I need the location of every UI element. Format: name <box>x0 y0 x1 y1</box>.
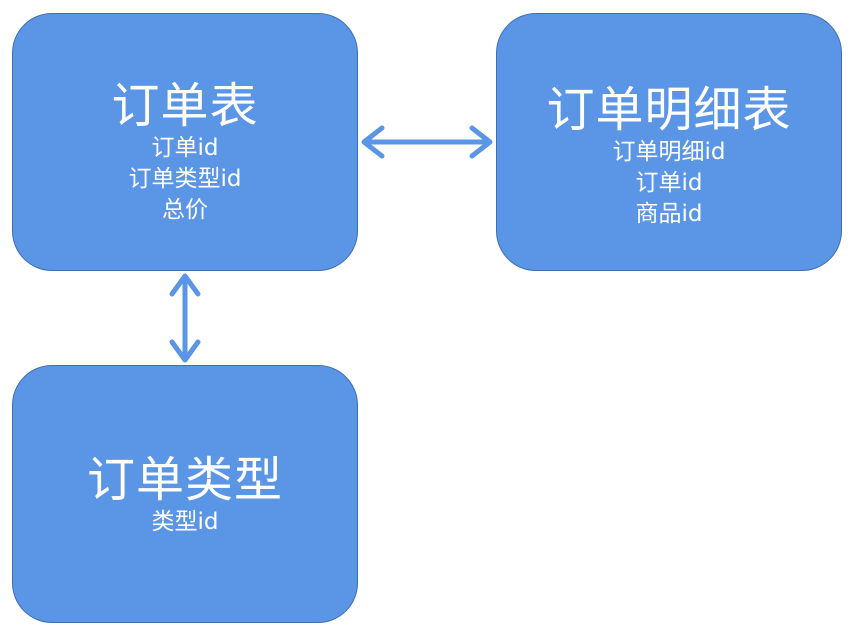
order-detail-table-field: 订单id <box>635 169 703 196</box>
order-detail-table-box: 订单明细表 订单明细id 订单id 商品id <box>496 13 842 271</box>
order-table-field: 订单id <box>151 134 219 161</box>
order-table-field: 订单类型id <box>128 165 242 192</box>
order-to-order-type-connector <box>169 273 201 363</box>
order-type-table-fields: 类型id <box>13 507 357 538</box>
order-detail-table-field: 商品id <box>635 200 703 227</box>
order-type-table-title: 订单类型 <box>86 452 283 508</box>
order-table-box: 订单表 订单id 订单类型id 总价 <box>12 13 358 271</box>
order-table-field: 总价 <box>162 196 208 223</box>
order-table-fields: 订单id 订单类型id 总价 <box>13 133 357 226</box>
arrowhead-left-icon <box>361 125 385 159</box>
arrowhead-up-icon <box>169 273 201 297</box>
arrowhead-down-icon <box>169 339 201 363</box>
order-detail-table-field: 订单明细id <box>612 138 726 165</box>
order-detail-table-title: 订单明细表 <box>546 82 792 138</box>
order-to-order-detail-connector <box>361 125 493 159</box>
order-type-table-box: 订单类型 类型id <box>12 365 358 623</box>
order-type-table-field: 类型id <box>151 508 219 535</box>
order-detail-table-fields: 订单明细id 订单id 商品id <box>497 137 841 230</box>
arrowhead-right-icon <box>469 125 493 159</box>
order-table-title: 订单表 <box>111 78 259 134</box>
